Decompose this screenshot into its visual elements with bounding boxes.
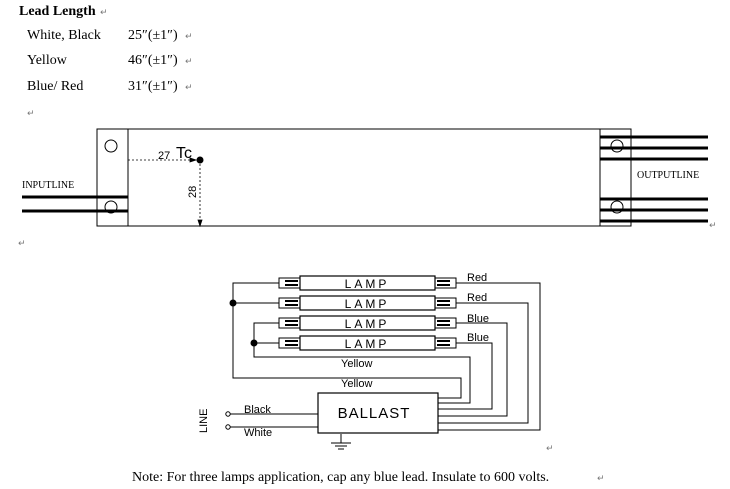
return-mark: ↵ xyxy=(709,221,717,231)
ballast-body-outline xyxy=(127,128,601,227)
tc-dimension-lines xyxy=(128,157,203,228)
lamp-label: LAMP xyxy=(345,297,390,311)
mounting-hole-icon xyxy=(104,200,118,214)
lead-row-label: Blue/ Red xyxy=(27,79,83,94)
tc-point-marker xyxy=(196,156,204,164)
lead-row-value: 46″(±1″) xyxy=(128,53,178,68)
junction-dot xyxy=(250,339,258,347)
wiring-diagram: LAMP LAMP LAMP LAMP xyxy=(198,272,554,454)
lead-row-label: Yellow xyxy=(27,53,68,68)
ballast-label: BALLAST xyxy=(338,405,411,422)
lead-length-title: Lead Length xyxy=(19,4,96,19)
output-leads xyxy=(600,135,708,223)
lamp: LAMP xyxy=(278,335,457,351)
ballast-box xyxy=(317,392,439,434)
mounting-hole-icon xyxy=(104,139,118,153)
output-line-label: OUTPUTLINE xyxy=(637,170,699,181)
installation-note: Note: For three lamps application, cap a… xyxy=(132,470,549,485)
wire-label-black: Black xyxy=(244,404,271,416)
return-mark: ↵ xyxy=(597,474,605,484)
lead-row-value: 31″(±1″) xyxy=(128,79,178,94)
mounting-hole-icon xyxy=(610,200,624,214)
lamp: LAMP xyxy=(278,315,457,331)
return-mark: ↵ xyxy=(27,109,35,119)
return-mark: ↵ xyxy=(546,444,554,454)
lead-row-label: White, Black xyxy=(27,28,101,43)
tc-label: Tc xyxy=(176,145,192,162)
mounting-hole-icon xyxy=(610,139,624,153)
wire-label-blue: Blue xyxy=(467,313,489,325)
lamp-pins xyxy=(285,280,450,346)
line-label: LINE xyxy=(198,409,210,433)
wiring-lines xyxy=(228,282,541,450)
return-mark: ↵ xyxy=(18,239,26,249)
return-mark: ↵ xyxy=(185,83,193,93)
left-mounting-bracket xyxy=(96,128,129,227)
terminal-dot xyxy=(225,424,231,430)
input-leads xyxy=(22,195,128,213)
lamp-label: LAMP xyxy=(345,277,390,291)
dim-horizontal-label: 27 xyxy=(158,150,170,162)
lead-length-table: Lead Length ↵ White, Black 25″(±1″) ↵ Ye… xyxy=(19,4,193,119)
return-mark: ↵ xyxy=(100,8,108,18)
ballast-dimension-drawing xyxy=(96,128,632,227)
right-mounting-bracket xyxy=(599,128,632,227)
wire-label-red: Red xyxy=(467,272,487,284)
lamp-label: LAMP xyxy=(345,317,390,331)
wire-label-blue: Blue xyxy=(467,332,489,344)
lamp: LAMP xyxy=(278,295,457,311)
input-line-label: INPUTLINE xyxy=(22,180,74,191)
dim-vertical-label: 28 xyxy=(187,186,199,198)
lamp-label: LAMP xyxy=(345,337,390,351)
wire-label-white: White xyxy=(244,427,272,439)
terminal-dot xyxy=(225,411,231,417)
wire-label-yellow: Yellow xyxy=(341,358,372,370)
return-mark: ↵ xyxy=(185,57,193,67)
wire-label-yellow: Yellow xyxy=(341,378,372,390)
wire-label-red: Red xyxy=(467,292,487,304)
return-mark: ↵ xyxy=(185,32,193,42)
lead-row-value: 25″(±1″) xyxy=(128,28,178,43)
lamp: LAMP xyxy=(278,275,457,291)
junction-dot xyxy=(229,299,237,307)
